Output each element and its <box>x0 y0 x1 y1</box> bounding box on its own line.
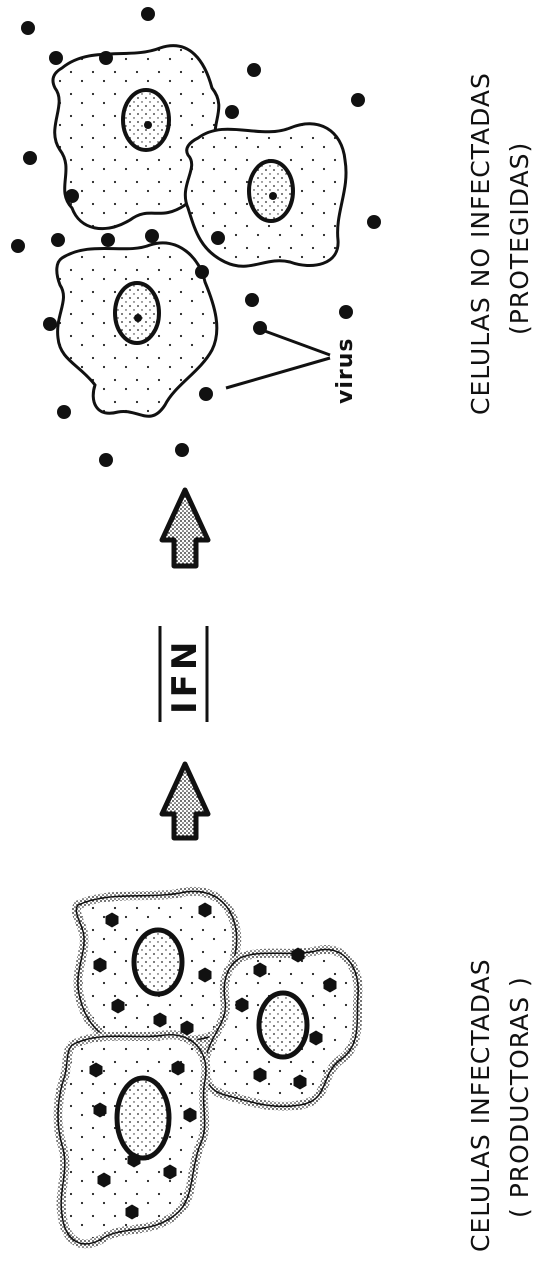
virus-particle-icon <box>195 265 209 279</box>
virus-particle-icon <box>23 151 37 165</box>
upward-arrow-icon <box>162 764 208 838</box>
virus-particle-icon <box>247 63 261 77</box>
virus-particle-icon <box>225 105 239 119</box>
uninfected-cells-subtitle: (PROTEGIDAS) <box>505 142 534 335</box>
virus-particle-icon <box>99 453 113 467</box>
uninfected-cells-group <box>53 46 346 417</box>
virus-particle-icon <box>367 215 381 229</box>
upward-arrow-icon <box>162 490 208 566</box>
virus-particle-icon <box>245 293 259 307</box>
infected-cell <box>204 950 358 1107</box>
virus-particle-icon <box>101 233 115 247</box>
virus-particle-icon <box>175 443 189 457</box>
virus-particle-icon <box>49 51 63 65</box>
virus-particle-icon <box>57 405 71 419</box>
virus-particle-icon <box>211 231 225 245</box>
virus-particle-icon <box>99 51 113 65</box>
virus-pointer-lines <box>226 330 330 388</box>
infected-cells-group <box>58 891 358 1243</box>
virus-particle-icon <box>339 305 353 319</box>
ifn-label: IFN <box>165 638 205 714</box>
uninfected-cells-title: CELULAS NO INFECTADAS <box>466 72 495 415</box>
virus-particle-icon <box>65 189 79 203</box>
virus-particle-icon <box>21 21 35 35</box>
infected-cells-title: CELULAS INFECTADAS <box>466 958 495 1252</box>
virus-label: virus <box>333 338 358 405</box>
uninfected-cell <box>57 243 217 416</box>
virus-particle-icon <box>51 233 65 247</box>
virus-particle-icon <box>11 239 25 253</box>
virus-particle-icon <box>253 321 267 335</box>
uninfected-cell <box>185 124 346 267</box>
virus-particle-icon <box>351 93 365 107</box>
infected-cells-subtitle: ( PRODUCTORAS ) <box>505 976 534 1218</box>
virus-particle-icon <box>199 387 213 401</box>
virus-particle-icon <box>141 7 155 21</box>
virus-particle-icon <box>43 317 57 331</box>
virus-particle-icon <box>145 229 159 243</box>
